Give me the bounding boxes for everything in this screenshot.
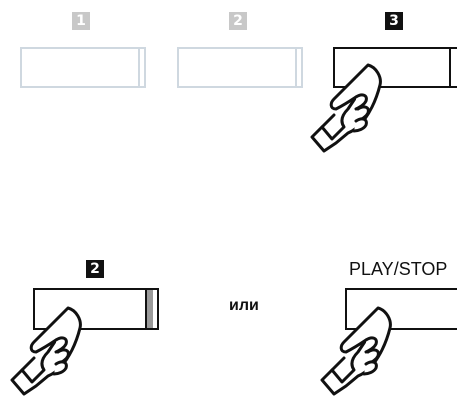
pointing-hand-icon — [300, 55, 395, 155]
button-number-badge-1: 1 — [72, 12, 90, 30]
button-number-badge-3: 3 — [385, 12, 403, 30]
option-a-led — [145, 290, 153, 328]
button-led-3 — [449, 49, 451, 86]
option-a-number-badge: 2 — [86, 260, 104, 278]
pointing-hand-icon — [310, 298, 405, 398]
button-led-1 — [138, 49, 140, 86]
or-separator: или — [229, 297, 259, 315]
button-number-badge-2: 2 — [229, 12, 247, 30]
button-led-2 — [295, 49, 297, 86]
pointing-hand-icon — [0, 298, 95, 398]
play-stop-label: PLAY/STOP — [349, 259, 447, 280]
button-key-1[interactable] — [20, 47, 146, 88]
button-key-2[interactable] — [177, 47, 303, 88]
